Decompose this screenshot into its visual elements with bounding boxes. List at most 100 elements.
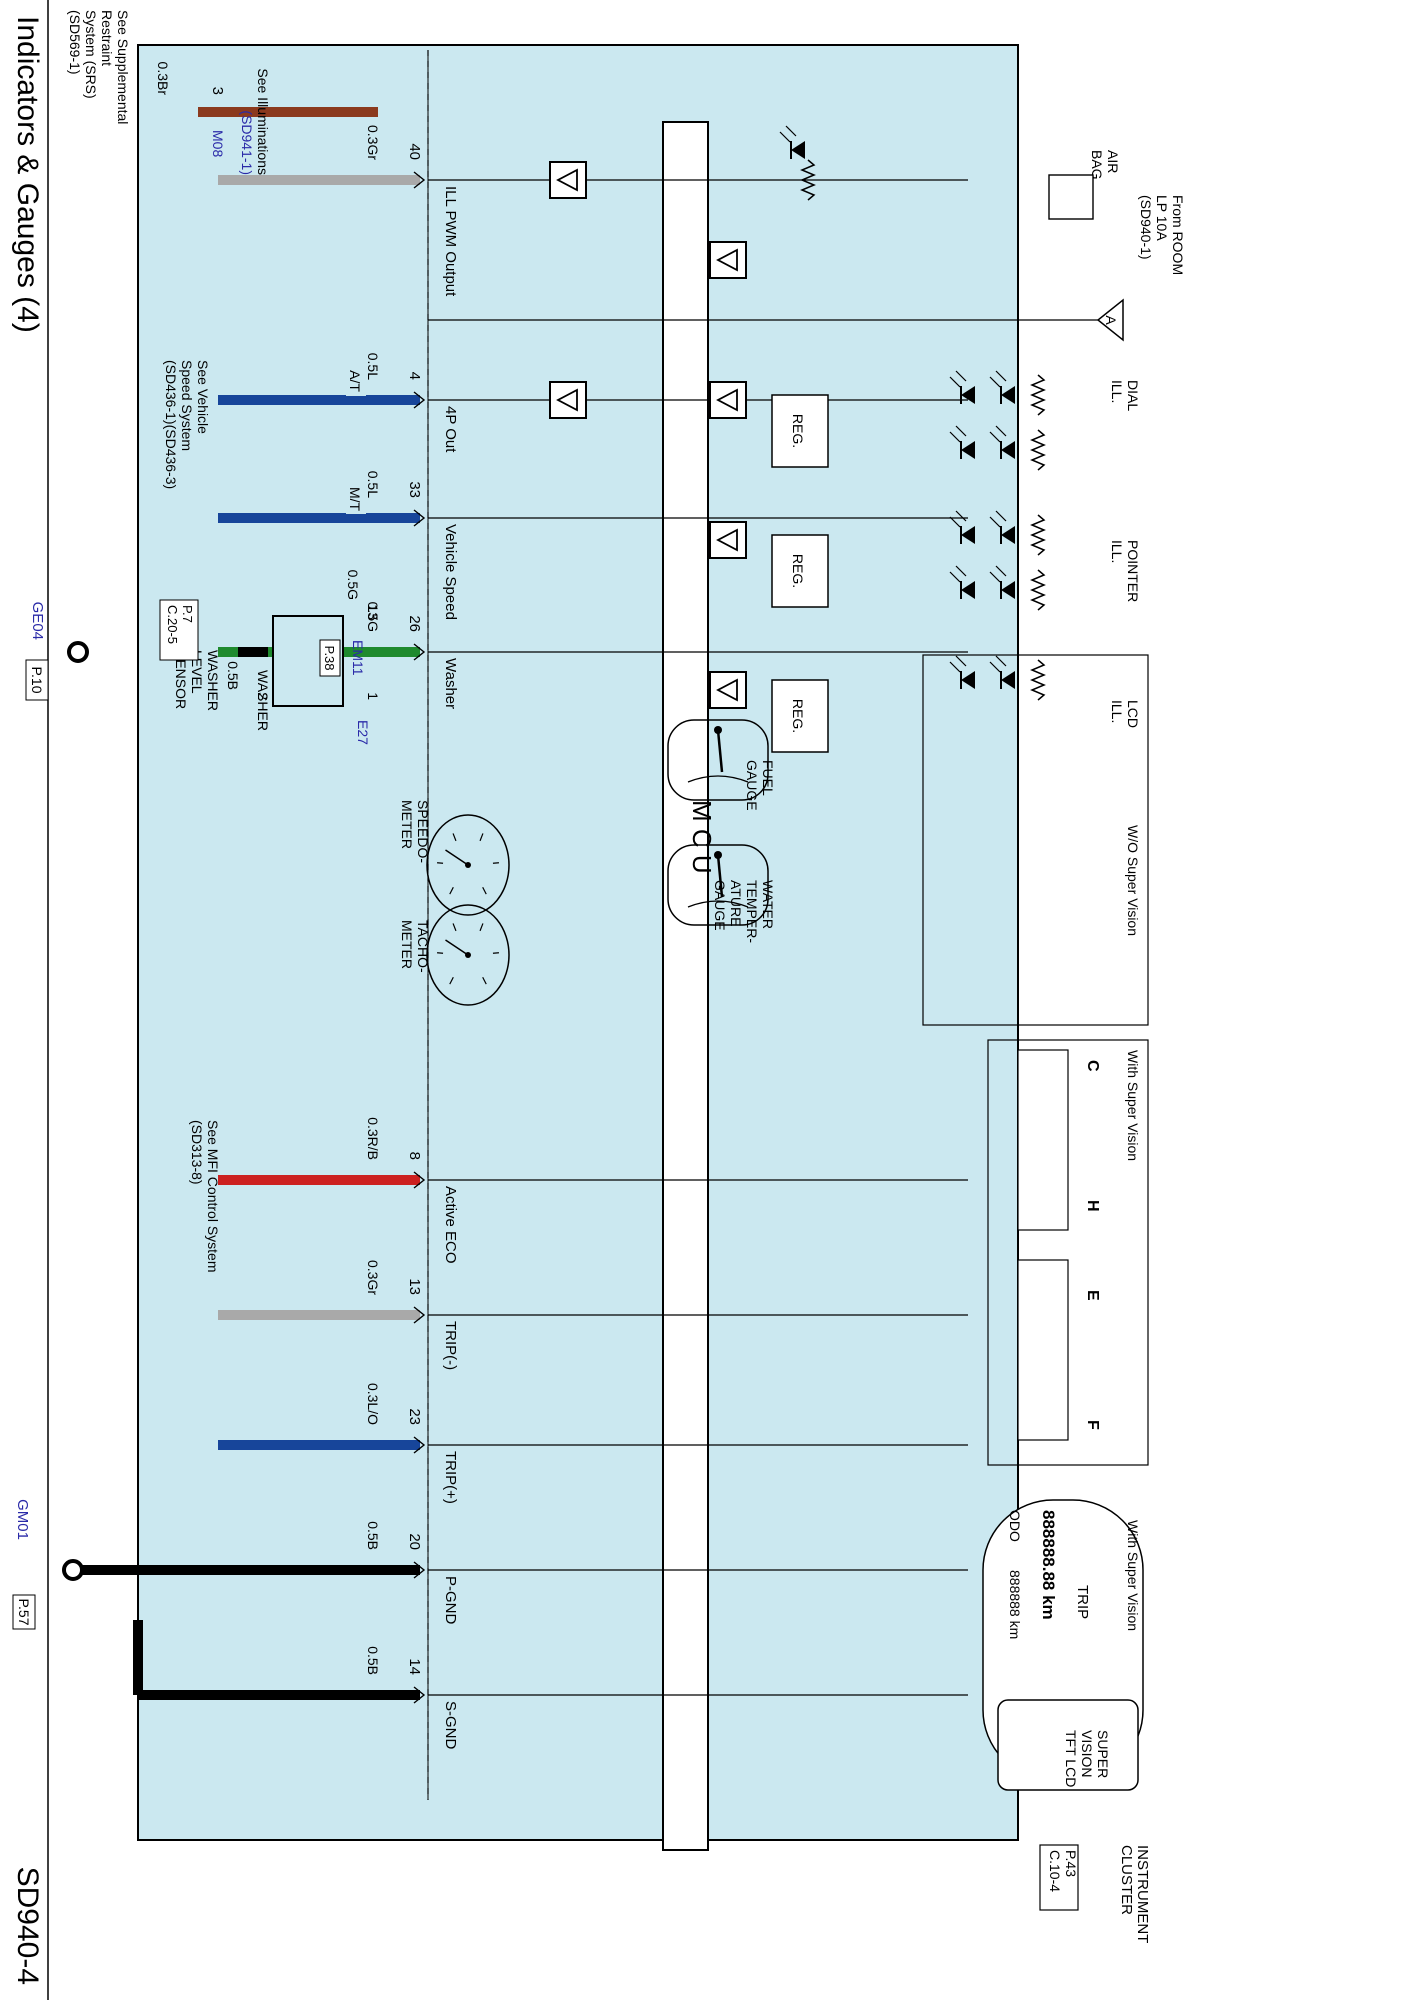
ill-led	[949, 510, 975, 544]
washer-sensor-name: LEVEL	[189, 650, 205, 694]
fuel-f: F	[1084, 1420, 1101, 1430]
tachometer-tick	[479, 923, 484, 932]
led-ray	[989, 431, 1001, 443]
tachometer-face	[426, 904, 510, 1006]
ill-led	[949, 565, 975, 599]
led-triangle	[1001, 386, 1015, 404]
wire-spec: 0.3R/B	[365, 1117, 381, 1160]
pin-name: Washer	[442, 658, 459, 709]
supervision-label: TFT LCD	[1063, 1730, 1079, 1787]
washer-ground-name: GE04	[29, 602, 46, 640]
reg-lcd	[771, 679, 829, 753]
ill-buffer	[549, 161, 587, 199]
led-ray	[949, 376, 961, 388]
supervision-label: VISION	[1079, 1730, 1095, 1777]
led-ray	[989, 516, 1001, 528]
led-ray	[989, 376, 1001, 388]
water-gauge-needle	[716, 854, 724, 898]
led-triangle	[961, 581, 975, 599]
ill-resistor	[1030, 569, 1046, 611]
pin-name: TRIP(+)	[442, 1451, 459, 1504]
fuel-gauge-label: GAUGE	[744, 760, 760, 811]
water-gauge-label: TEMPER-	[744, 880, 760, 943]
led-ray	[995, 425, 1007, 437]
pin-arrow	[413, 1306, 426, 1324]
temp-bar-gauge	[1017, 1049, 1069, 1231]
pin-name: 4P Out	[442, 406, 459, 453]
washer-pin-wire: 0.5B	[225, 661, 241, 690]
ill-led	[989, 425, 1015, 459]
washer-sensor-name: SENSOR	[173, 650, 189, 709]
ground-name: GM01	[14, 1499, 31, 1540]
supervision-lcd	[997, 1699, 1139, 1791]
washer-sensor-box	[272, 615, 344, 707]
fuel-e: E	[1084, 1290, 1101, 1301]
led-triangle	[961, 386, 975, 404]
wire-option-tag	[346, 484, 366, 514]
water-gauge-frame	[667, 844, 769, 926]
wo-super-group	[922, 654, 1149, 1026]
led-triangle	[1001, 581, 1015, 599]
fuel-gauge-frame	[667, 719, 769, 801]
led-ray	[995, 370, 1007, 382]
washer-sensor-ref: C.20-5	[165, 605, 180, 644]
connector-code: M08	[210, 130, 226, 157]
led-triangle	[961, 671, 975, 689]
pin-arrow	[413, 171, 426, 189]
wire-option-tag	[346, 366, 366, 396]
airbag-label: BAG	[1089, 150, 1105, 180]
ill-led	[989, 655, 1015, 689]
led-ray	[989, 661, 1001, 673]
led-ray	[955, 425, 967, 437]
led-ray	[949, 571, 961, 583]
led-triangle	[961, 526, 975, 544]
pin-name: TRIP(-)	[442, 1321, 459, 1370]
trip-label: TRIP	[1074, 1585, 1091, 1619]
buffer-triangle	[556, 168, 578, 192]
buffer-triangle	[716, 248, 738, 272]
speed-reference: (SD436-1)(SD436-3)	[163, 360, 179, 489]
ill-resistor	[1030, 659, 1046, 701]
washer-sensor-ref: P.7	[180, 605, 195, 623]
water-gauge-arc	[687, 900, 749, 908]
pointer-ill-label: POINTER	[1125, 540, 1141, 602]
with-super-group	[987, 1039, 1149, 1466]
srs-reference: Restraint	[99, 10, 115, 66]
led-ray	[995, 565, 1007, 577]
tachometer-label: METER	[399, 920, 415, 969]
speedometer-tick	[479, 833, 484, 842]
pin-number: 8	[406, 1152, 423, 1160]
wire-spec: 0.5B	[365, 1646, 381, 1675]
srs-reference: (SD569-1)	[67, 10, 83, 75]
mcu-block	[662, 121, 709, 1851]
pin-number: 4	[406, 372, 423, 380]
pin-arrow	[413, 509, 426, 527]
speedometer-label: SPEEDO-	[415, 800, 431, 863]
buffer-triangle	[716, 388, 738, 412]
out-buffer	[709, 381, 747, 419]
speedometer-needle	[445, 849, 469, 866]
led-ray	[995, 655, 1007, 667]
wire-spec: 0.5L	[365, 471, 381, 498]
water-gauge-label: GAUGE	[712, 880, 728, 931]
ground-terminal	[62, 1559, 84, 1581]
tachometer-needle	[445, 939, 469, 956]
led-ray	[955, 565, 967, 577]
ground-ref: P.57	[16, 1599, 32, 1626]
led-triangle	[961, 441, 975, 459]
led-triangle	[791, 141, 805, 159]
em-connector: EM11	[350, 640, 366, 676]
from-room-reference: (SD940-1)	[1138, 195, 1154, 260]
from-room-reference: LP 10A	[1154, 195, 1170, 241]
pin-number: 14	[406, 1658, 423, 1675]
pin-number: 3	[209, 87, 226, 95]
ill-resistor	[1030, 374, 1046, 416]
ill-resistor	[1030, 429, 1046, 471]
pin-number: 20	[406, 1533, 423, 1550]
fuel-gauge-label: FUEL	[760, 760, 776, 796]
speed-buffer	[709, 521, 747, 559]
ill-led	[949, 425, 975, 459]
wire-option: M/T	[347, 487, 363, 512]
